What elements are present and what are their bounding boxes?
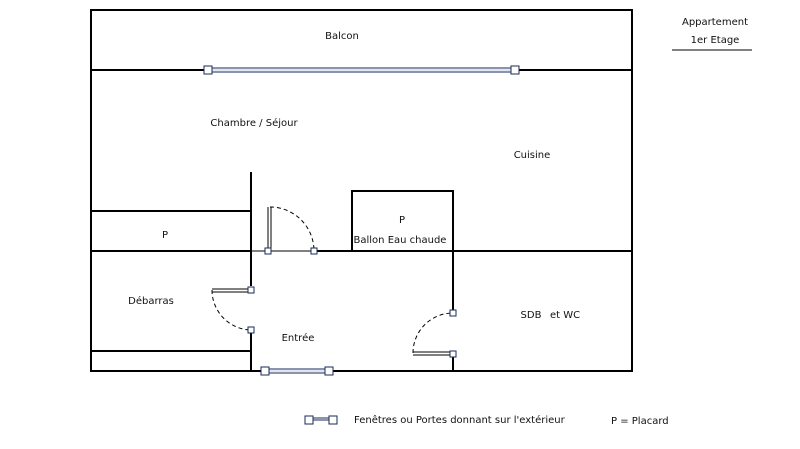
ballon-placard-box [351, 190, 454, 252]
legend-windows-label: Fenêtres ou Portes donnant sur l'extérie… [354, 414, 566, 426]
legend-window-symbol [304, 415, 338, 425]
door-swing-debarras [211, 289, 252, 331]
door-hinge-sdb [449, 350, 457, 358]
plan-title-line1: Appartement [682, 17, 748, 28]
room-label-placard-left: P [162, 230, 168, 241]
room-label-sdb: SDB [521, 310, 542, 321]
room-label-balcon: Balcon [325, 31, 359, 42]
door-hinge-debarras [247, 286, 255, 294]
door-swing-chambre [269, 206, 315, 252]
room-label-debarras: Débarras [128, 295, 174, 307]
plan-title-line2: 1er Etage [691, 35, 740, 46]
room-label-entree: Entrée [282, 332, 315, 344]
balcony-window [203, 65, 520, 75]
room-label-wc: et WC [550, 310, 580, 321]
room-label-placard-center: P [399, 215, 405, 226]
room-label-ballon: Ballon Eau chaude [354, 235, 447, 246]
entree-exterior-door [260, 366, 334, 376]
door-stop-chambre [310, 247, 318, 255]
legend-placard-label: P = Placard [611, 416, 669, 427]
door-stop-debarras [247, 326, 255, 334]
room-label-chambre: Chambre / Séjour [210, 117, 298, 129]
door-hinge-chambre [264, 247, 272, 255]
door-swing-sdb [412, 312, 454, 354]
room-label-cuisine: Cuisine [514, 150, 551, 161]
door-stop-sdb [449, 309, 457, 317]
